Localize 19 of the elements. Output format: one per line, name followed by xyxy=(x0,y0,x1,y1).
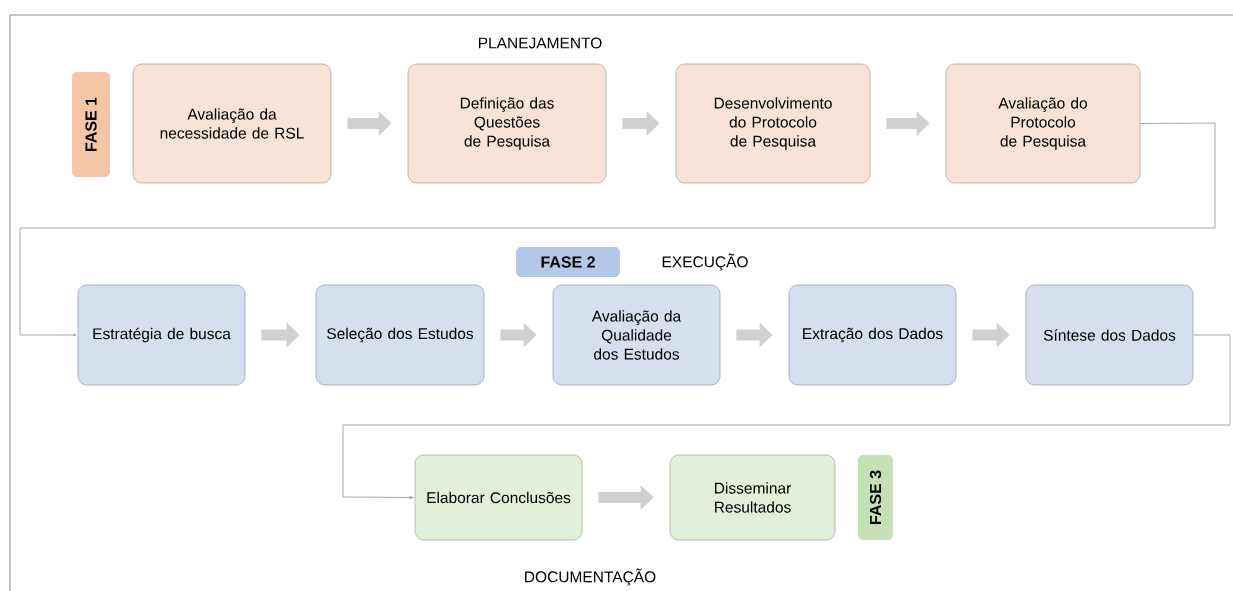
process-box: Elaborar Conclusões xyxy=(414,454,583,541)
process-box: Disseminar Resultados xyxy=(669,454,836,541)
phase-tag: FASE 2 xyxy=(516,247,620,277)
process-box: Síntese dos Dados xyxy=(1025,284,1194,386)
process-box: Avaliação da Qualidade dos Estudos xyxy=(552,284,721,386)
phase-title: PLANEJAMENTO xyxy=(479,37,602,49)
phase-title: EXECUÇÃO xyxy=(662,253,748,271)
phase-title: DOCUMENTAÇÃO xyxy=(525,568,656,586)
phase-tag: FASE 1 xyxy=(72,72,110,177)
process-box: Estratégia de busca xyxy=(77,284,246,386)
phase-tag: FASE 3 xyxy=(858,455,893,540)
process-box: Desenvolvimento do Protocolo de Pesquisa xyxy=(675,63,871,184)
process-box: Seleção dos Estudos xyxy=(315,284,485,386)
connector-arrow xyxy=(342,334,1231,499)
connector-arrow xyxy=(19,122,1216,337)
process-box: Definição das Questões de Pesquisa xyxy=(407,63,607,184)
process-box: Extração dos Dados xyxy=(788,284,957,386)
process-box: Avaliação do Protocolo de Pesquisa xyxy=(945,63,1141,184)
process-box: Avaliação da necessidade de RSL xyxy=(132,63,332,184)
